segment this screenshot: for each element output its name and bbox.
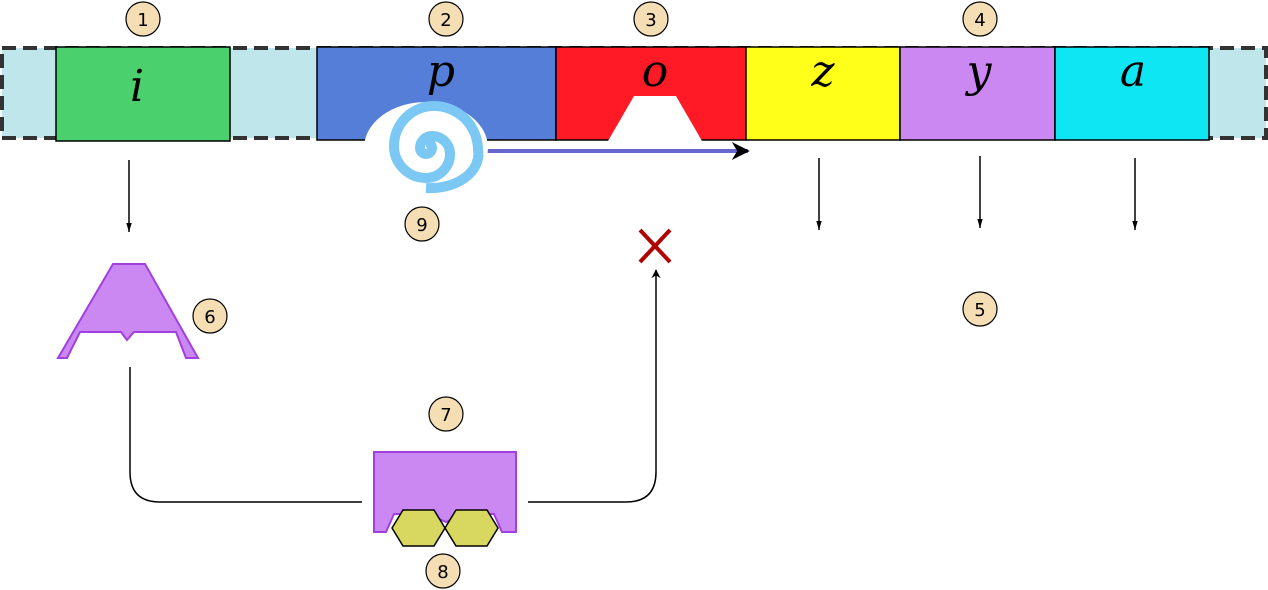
trapezoid-notch: [608, 96, 702, 141]
badge-text-9: 9: [416, 215, 427, 236]
badge-text-7: 7: [440, 405, 451, 426]
badge-4: 4: [962, 1, 998, 37]
hexagon-icon: [391, 509, 446, 547]
cell-letter-z: z: [810, 46, 835, 97]
badge-text-1: 1: [137, 10, 148, 31]
cell-z: [745, 46, 901, 141]
cell-y: [899, 46, 1056, 141]
badge-text-5: 5: [974, 300, 985, 321]
connector-left: [129, 367, 362, 503]
spiral-icon: [364, 100, 488, 194]
badge-text-2: 2: [440, 10, 451, 31]
connector-right: [528, 269, 661, 503]
enzyme-complex-icon: [373, 451, 517, 533]
badge-9: 9: [404, 206, 440, 242]
blocked-x-icon: [638, 228, 672, 264]
cell-letter-a: a: [1120, 46, 1146, 97]
badge-3: 3: [633, 1, 669, 37]
badge-2: 2: [428, 1, 464, 37]
badge-text-4: 4: [974, 10, 985, 31]
badge-1: 1: [125, 1, 161, 37]
cell-letter-p: p: [427, 46, 455, 97]
badge-6: 6: [192, 298, 228, 334]
badge-8: 8: [425, 553, 461, 589]
cell-i: [55, 46, 231, 142]
badge-5: 5: [962, 291, 998, 327]
badge-7: 7: [428, 396, 464, 432]
badge-text-8: 8: [437, 562, 448, 583]
enzyme-shape-icon: [56, 263, 200, 359]
cell-letter-i: i: [130, 61, 144, 112]
badge-text-3: 3: [645, 10, 656, 31]
hexagon-icon: [444, 509, 499, 547]
cell-a: [1054, 46, 1210, 141]
cell-letter-o: o: [642, 46, 669, 97]
cell-letter-y: y: [965, 46, 993, 97]
badge-text-6: 6: [204, 307, 215, 328]
